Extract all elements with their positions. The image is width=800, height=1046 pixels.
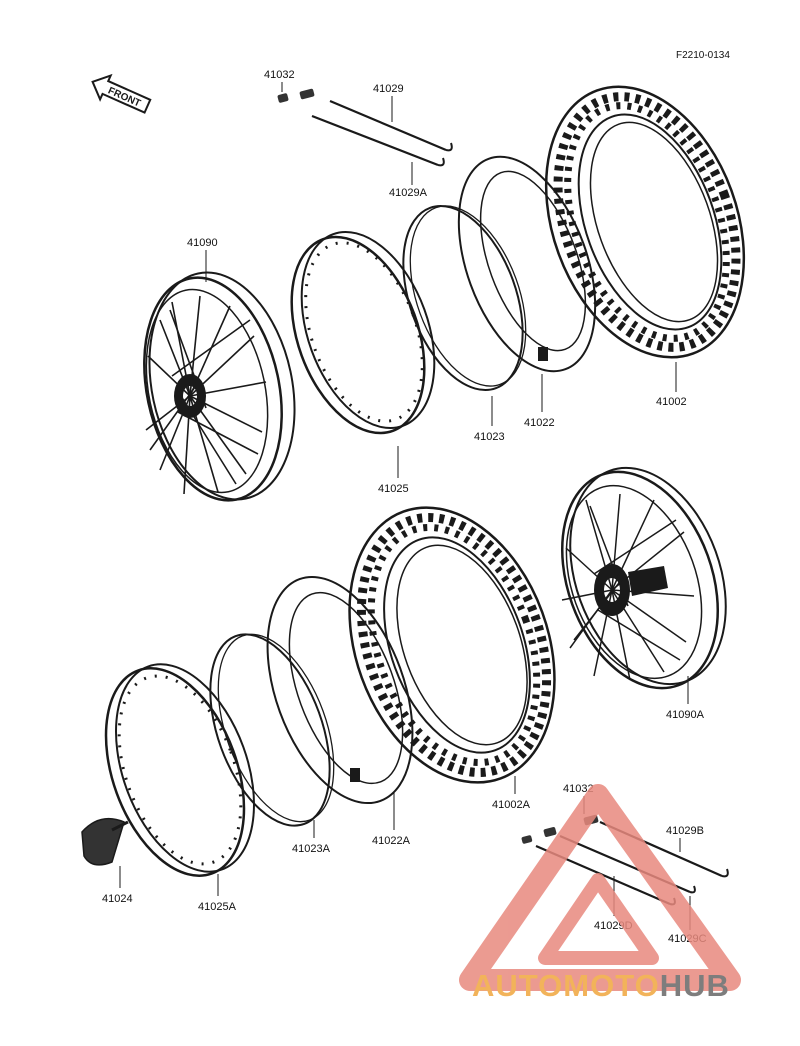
watermark-text: AUTOMOTOHUB bbox=[472, 968, 730, 1003]
label-41090A: 41090A bbox=[666, 709, 705, 721]
wheel-assembly-front bbox=[143, 271, 296, 502]
label-41032-rear: 41032 bbox=[563, 783, 594, 795]
tire-rear bbox=[348, 506, 556, 784]
label-41032: 41032 bbox=[264, 69, 295, 81]
watermark-logo bbox=[459, 784, 741, 991]
tire-front bbox=[544, 85, 746, 359]
watermark-part2: HUB bbox=[660, 968, 730, 1003]
label-41002A: 41002A bbox=[492, 799, 531, 811]
svg-text:AUTOMOTOHUB: AUTOMOTOHUB bbox=[472, 968, 730, 1003]
watermark-part1: AUTOMOTO bbox=[472, 968, 660, 1003]
wheel-assembly-rear bbox=[561, 466, 727, 690]
rim-band-rear bbox=[209, 633, 335, 827]
spoke-nipples-top bbox=[277, 88, 315, 103]
rim-rear bbox=[104, 663, 255, 877]
label-41022A: 41022A bbox=[372, 835, 411, 847]
rim-lock bbox=[81, 817, 129, 866]
label-41029: 41029 bbox=[373, 83, 404, 95]
label-41022: 41022 bbox=[524, 417, 555, 429]
spokes-top bbox=[311, 99, 453, 167]
label-41029B: 41029B bbox=[666, 825, 704, 837]
label-41023: 41023 bbox=[474, 431, 505, 443]
label-41023A: 41023A bbox=[292, 843, 331, 855]
label-41090: 41090 bbox=[187, 237, 218, 249]
diagram-code: F2210-0134 bbox=[676, 50, 730, 61]
inner-tube-rear bbox=[266, 575, 414, 805]
label-41025A: 41025A bbox=[198, 901, 237, 913]
label-41002: 41002 bbox=[656, 396, 687, 408]
label-41029A: 41029A bbox=[389, 187, 428, 199]
label-41024: 41024 bbox=[102, 893, 133, 905]
front-arrow: FRONT bbox=[91, 73, 152, 114]
label-41025: 41025 bbox=[378, 483, 409, 495]
inner-tube-front bbox=[457, 155, 597, 373]
rim-band-front bbox=[402, 204, 527, 392]
